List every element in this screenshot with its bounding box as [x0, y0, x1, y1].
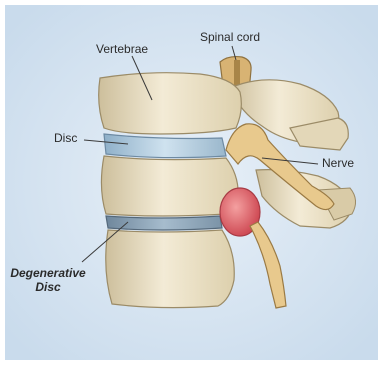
label-spinal-cord: Spinal cord [200, 30, 260, 44]
degenerative-disc [106, 216, 222, 230]
label-disc: Disc [54, 131, 77, 145]
middle-vertebra [101, 156, 238, 216]
label-degenerative-disc: Degenerative Disc [8, 266, 88, 294]
label-degenerative-line2: Disc [8, 280, 88, 294]
lower-vertebra [106, 230, 235, 308]
upper-vertebra [99, 73, 242, 134]
label-vertebrae: Vertebrae [96, 42, 148, 56]
label-degenerative-line1: Degenerative [8, 266, 88, 280]
label-nerve: Nerve [322, 156, 354, 170]
